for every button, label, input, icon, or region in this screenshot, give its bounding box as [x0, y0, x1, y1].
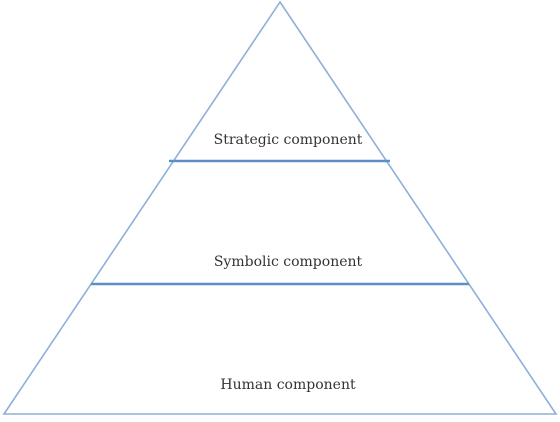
tier-label-strategic: Strategic component — [214, 132, 363, 148]
pyramid-outline — [2, 0, 558, 415]
tier-label-human: Human component — [220, 377, 356, 393]
tier-label-symbolic: Symbolic component — [214, 254, 363, 270]
